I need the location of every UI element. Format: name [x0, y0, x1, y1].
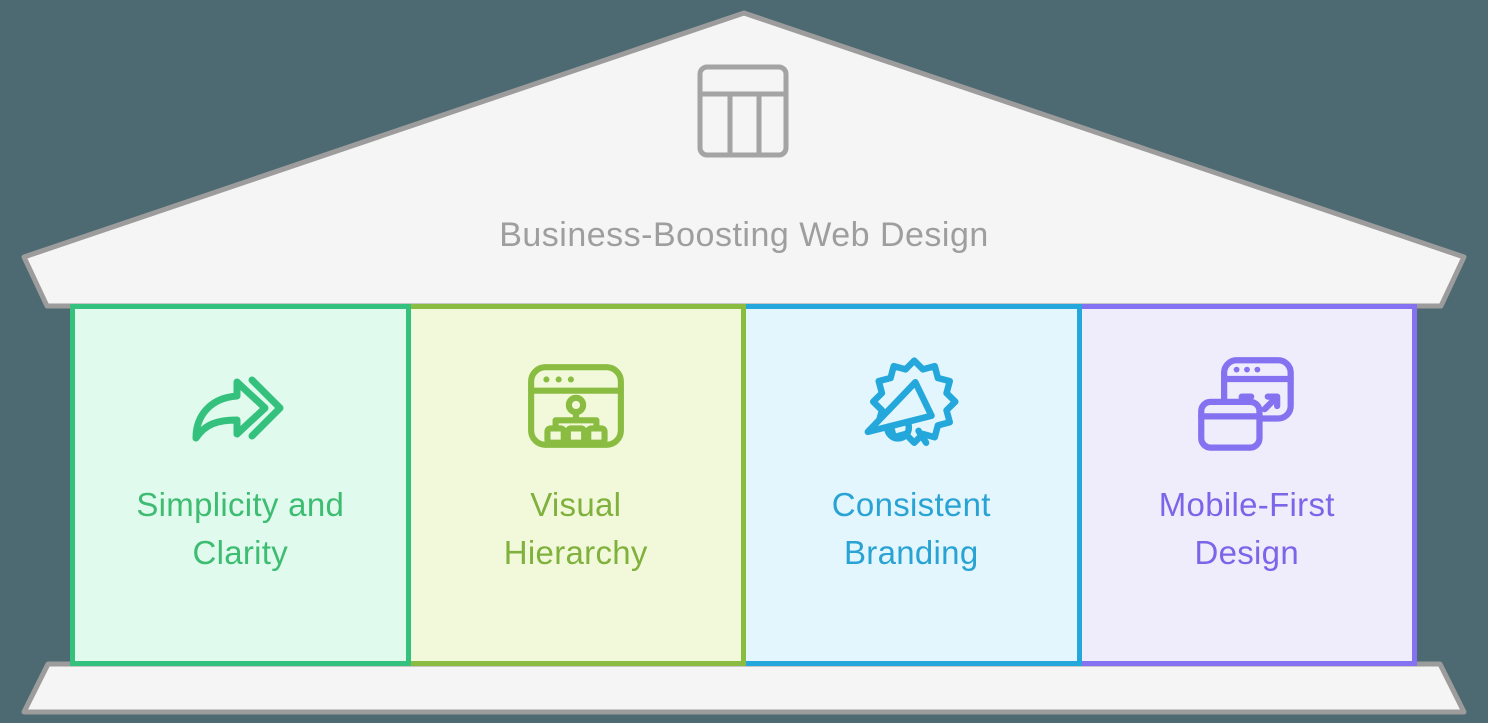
pillar-mobile-first-design: Mobile-First Design	[1081, 304, 1417, 666]
pillar-visual-hierarchy: Visual Hierarchy	[410, 304, 746, 666]
pillar-label-line2: Clarity	[192, 534, 289, 571]
pillar-label-line1: Visual	[530, 486, 622, 523]
pillar-label-line2: Design	[1194, 534, 1299, 571]
pillar-label-line1: Mobile-First	[1158, 486, 1335, 523]
sitemap-browser-icon	[525, 349, 627, 463]
pillar-label-line2: Branding	[843, 534, 979, 571]
pillar-simplicity-and-clarity: Simplicity and Clarity	[70, 304, 411, 666]
pillar-label-line2: Hierarchy	[503, 534, 648, 571]
pillar-label: Consistent Branding	[832, 481, 991, 577]
window-layout-icon	[697, 64, 789, 158]
megaphone-badge-icon	[857, 349, 965, 463]
pillar-label-line1: Consistent	[831, 486, 991, 523]
pillar-label-line1: Simplicity and	[136, 486, 345, 523]
pillar-label: Mobile-First Design	[1159, 481, 1335, 577]
pillar-label: Simplicity and Clarity	[136, 481, 344, 577]
pillars-row: Simplicity and Clarity	[70, 304, 1417, 666]
pillar-label: Visual Hierarchy	[504, 481, 648, 577]
responsive-layout-icon	[1195, 349, 1299, 463]
forward-arrow-icon	[180, 349, 300, 463]
roof-shape	[21, 10, 1467, 309]
diagram-title: Business-Boosting Web Design	[499, 216, 989, 254]
base-shape	[21, 661, 1467, 715]
pillar-consistent-branding: Consistent Branding	[746, 304, 1082, 666]
